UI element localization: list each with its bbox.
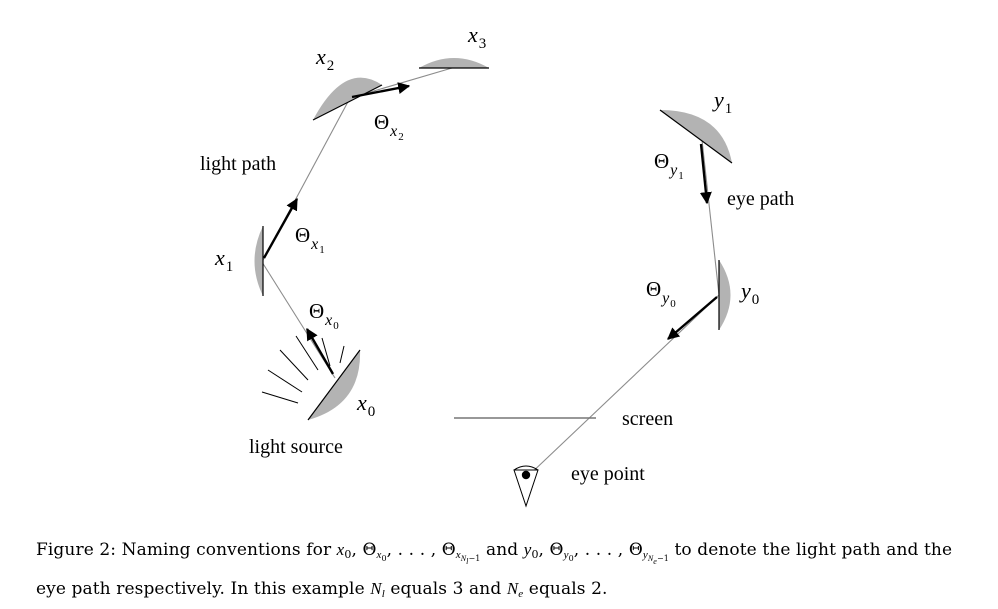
symbol-theta-y1: Θy1 bbox=[654, 149, 684, 182]
path-naming-diagram: light path light source eye path screen … bbox=[200, 22, 794, 508]
label-eye-point: eye point bbox=[571, 463, 645, 485]
label-eye-path: eye path bbox=[727, 188, 794, 210]
label-light-path: light path bbox=[200, 153, 276, 175]
surface-x2 bbox=[312, 77, 383, 121]
symbol-y0: y0 bbox=[739, 278, 759, 308]
arrow-theta-x1 bbox=[262, 197, 299, 259]
arrow-theta-y0 bbox=[667, 296, 718, 340]
caption-text-2: to denote the light path and the eye pat… bbox=[36, 540, 953, 599]
symbol-x1: x1 bbox=[214, 245, 233, 275]
eye-icon bbox=[513, 465, 539, 508]
arrow-theta-x2 bbox=[351, 82, 411, 99]
symbol-y1: y1 bbox=[712, 87, 732, 117]
caption-text-1: Naming conventions for bbox=[116, 540, 337, 560]
caption-prefix: Figure 2: bbox=[36, 540, 117, 560]
caption-math-light: x0, Θx0, . . . , ΘxNl−1 and y0, Θy0, . .… bbox=[336, 540, 669, 566]
caption-text-4: equals 2. bbox=[523, 579, 608, 599]
surface-x0 bbox=[307, 349, 361, 421]
caption-nl: Nl bbox=[370, 579, 385, 600]
arrow-theta-y1 bbox=[699, 143, 712, 205]
surface-x3 bbox=[419, 58, 489, 69]
symbol-x2: x2 bbox=[315, 44, 334, 74]
caption-text-3: equals 3 and bbox=[384, 579, 507, 599]
direction-arrows bbox=[262, 82, 718, 375]
light-path-lines bbox=[261, 67, 453, 379]
surface-y0 bbox=[718, 260, 731, 330]
symbol-theta-x2: Θx2 bbox=[374, 110, 404, 143]
caption-ne: Ne bbox=[506, 579, 524, 600]
symbol-theta-x0: Θx0 bbox=[309, 299, 339, 332]
label-light-source: light source bbox=[249, 436, 343, 458]
surface-y1 bbox=[659, 109, 733, 164]
symbol-x3: x3 bbox=[467, 22, 486, 52]
symbol-x0: x0 bbox=[356, 390, 375, 420]
label-screen: screen bbox=[622, 408, 673, 430]
surface-x1 bbox=[254, 226, 264, 296]
light-rays bbox=[261, 335, 345, 404]
symbol-theta-x1: Θx1 bbox=[295, 223, 325, 256]
arrow-theta-x0 bbox=[305, 327, 335, 375]
eye-path-lines bbox=[525, 139, 720, 479]
figure-caption: Figure 2: Naming conventions for x0, Θx0… bbox=[36, 536, 986, 608]
symbol-theta-y0: Θy0 bbox=[646, 277, 676, 310]
